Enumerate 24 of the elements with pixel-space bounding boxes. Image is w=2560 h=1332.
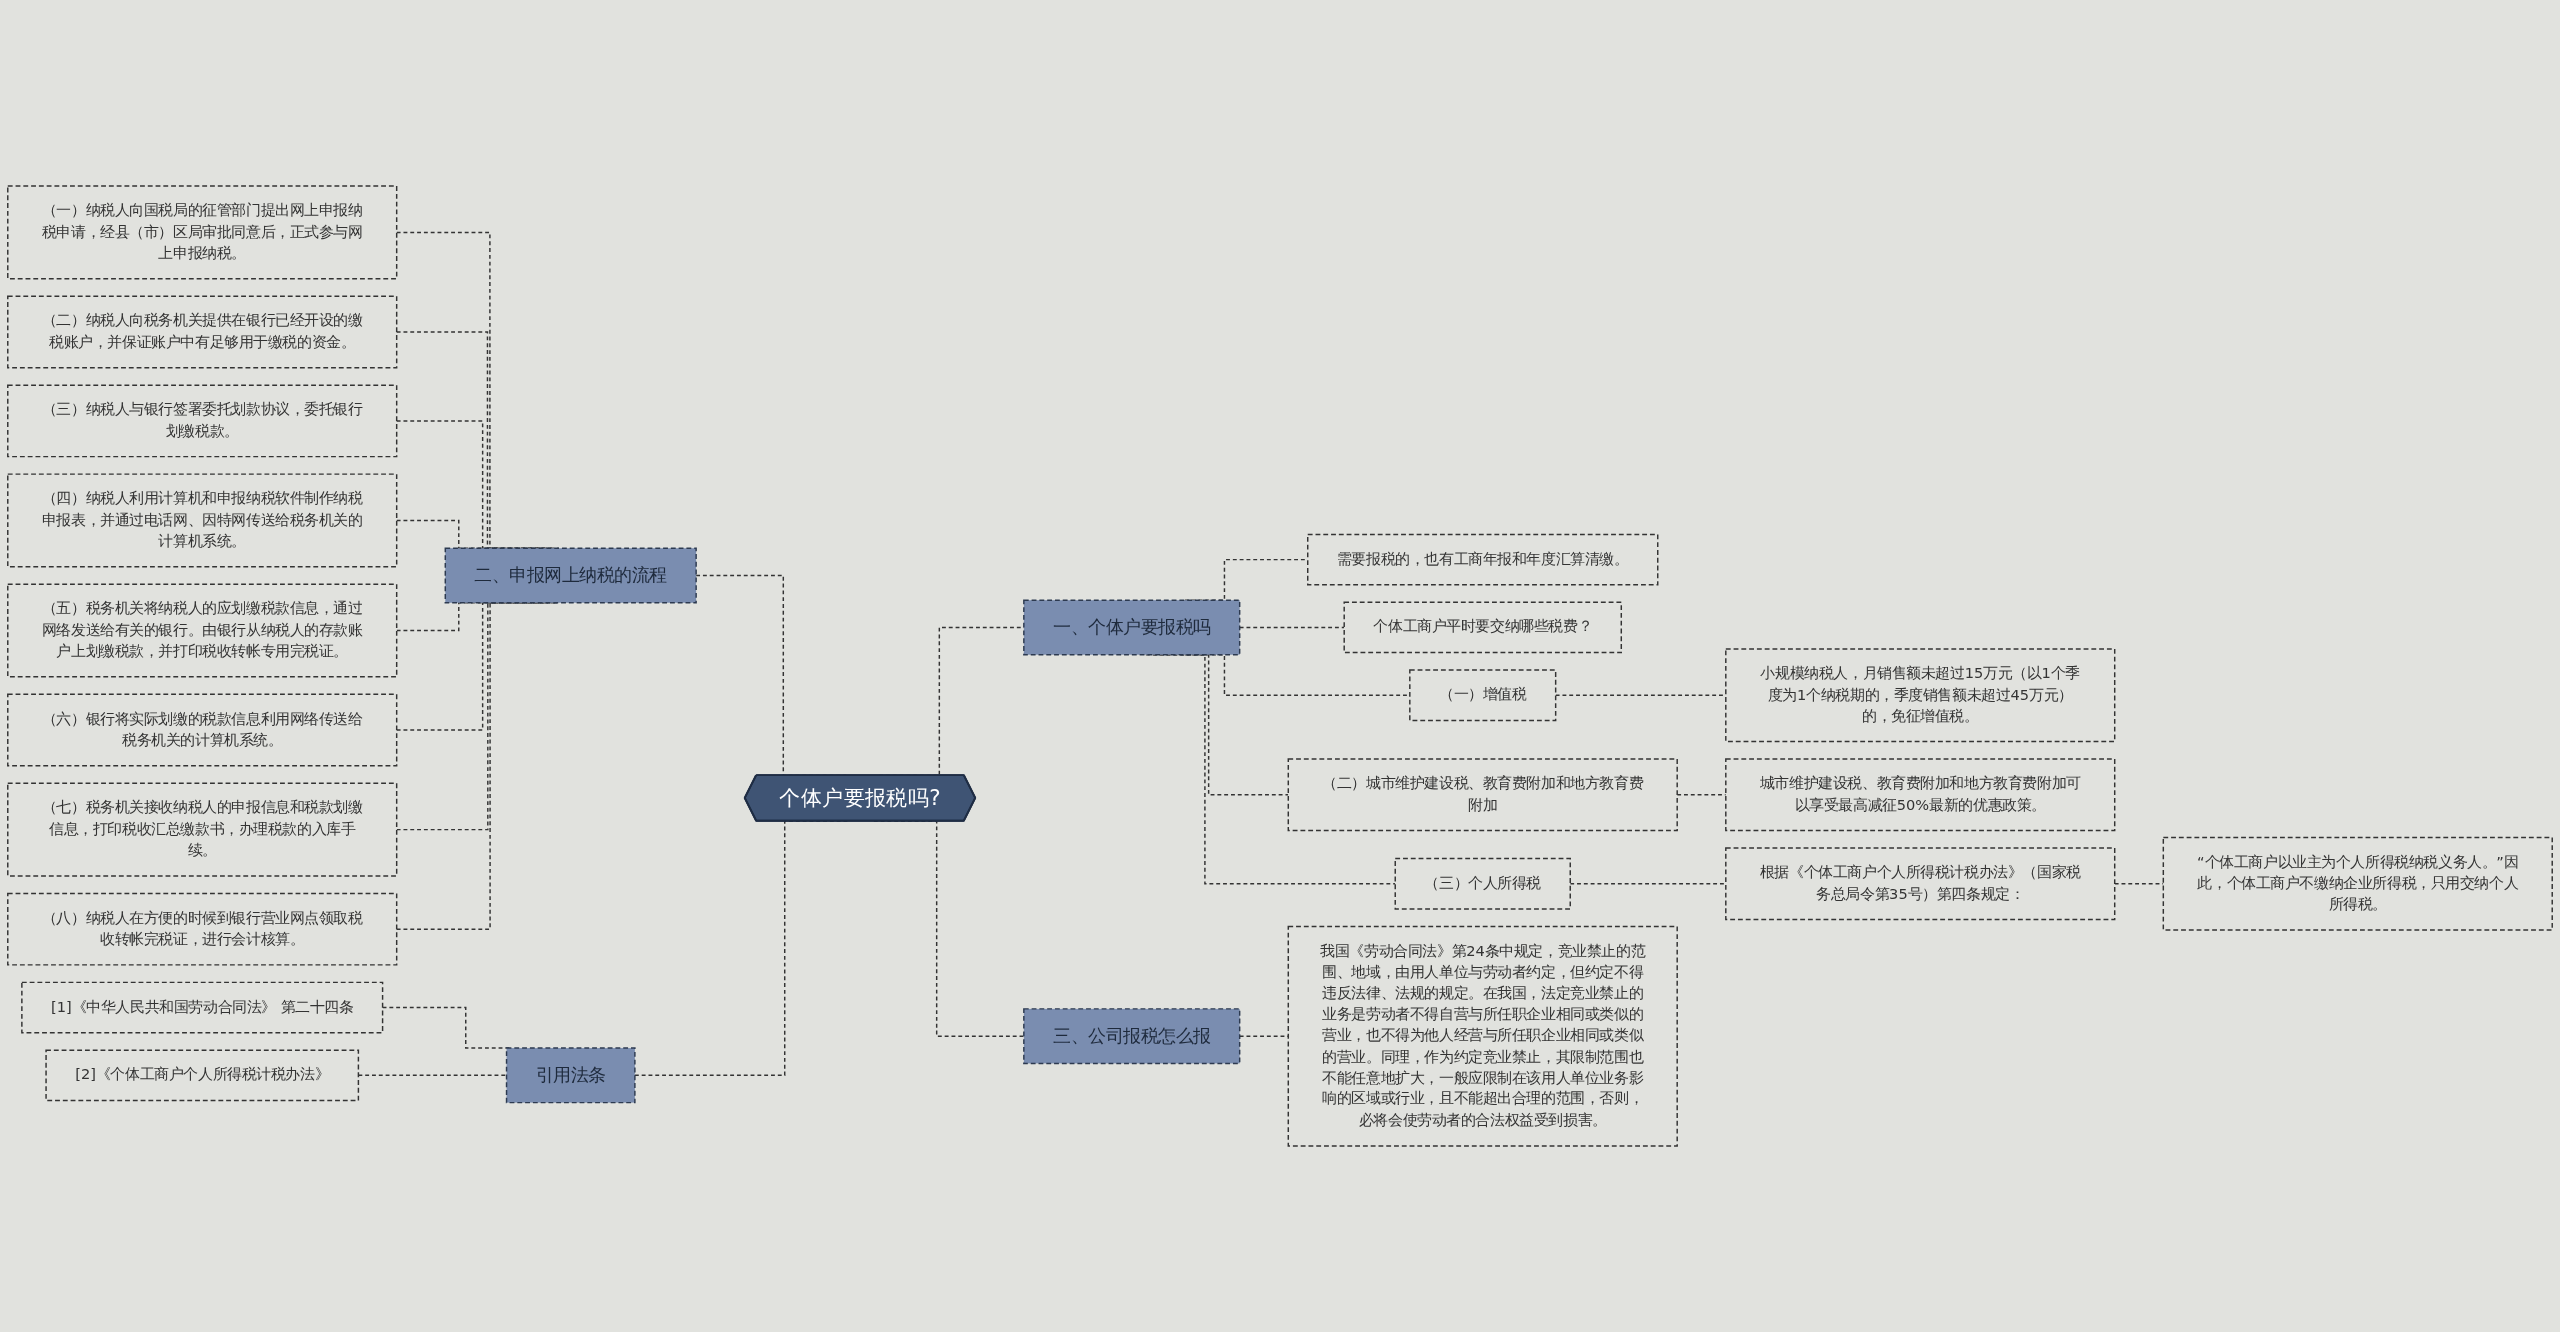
node-box	[505, 1047, 636, 1104]
node-box	[1725, 758, 2116, 832]
node-box	[444, 547, 697, 604]
node-box	[7, 892, 398, 966]
node-box	[1343, 601, 1622, 654]
node-box	[1023, 599, 1241, 656]
node-box	[21, 981, 384, 1034]
node-box	[1725, 648, 2116, 743]
node-box	[1287, 758, 1678, 832]
node-box	[1023, 1008, 1241, 1065]
node-box	[1725, 847, 2116, 921]
node-box	[2162, 836, 2553, 931]
node-box	[1287, 925, 1678, 1147]
node-box	[7, 583, 398, 678]
node-box	[45, 1049, 360, 1102]
node-box	[7, 295, 398, 369]
node-box	[7, 185, 398, 280]
node-box	[1409, 669, 1557, 722]
node-box	[7, 473, 398, 568]
node-box	[7, 384, 398, 458]
node-box	[1307, 533, 1659, 586]
node-box	[7, 693, 398, 767]
node-box	[1394, 857, 1571, 910]
node-box	[7, 782, 398, 877]
